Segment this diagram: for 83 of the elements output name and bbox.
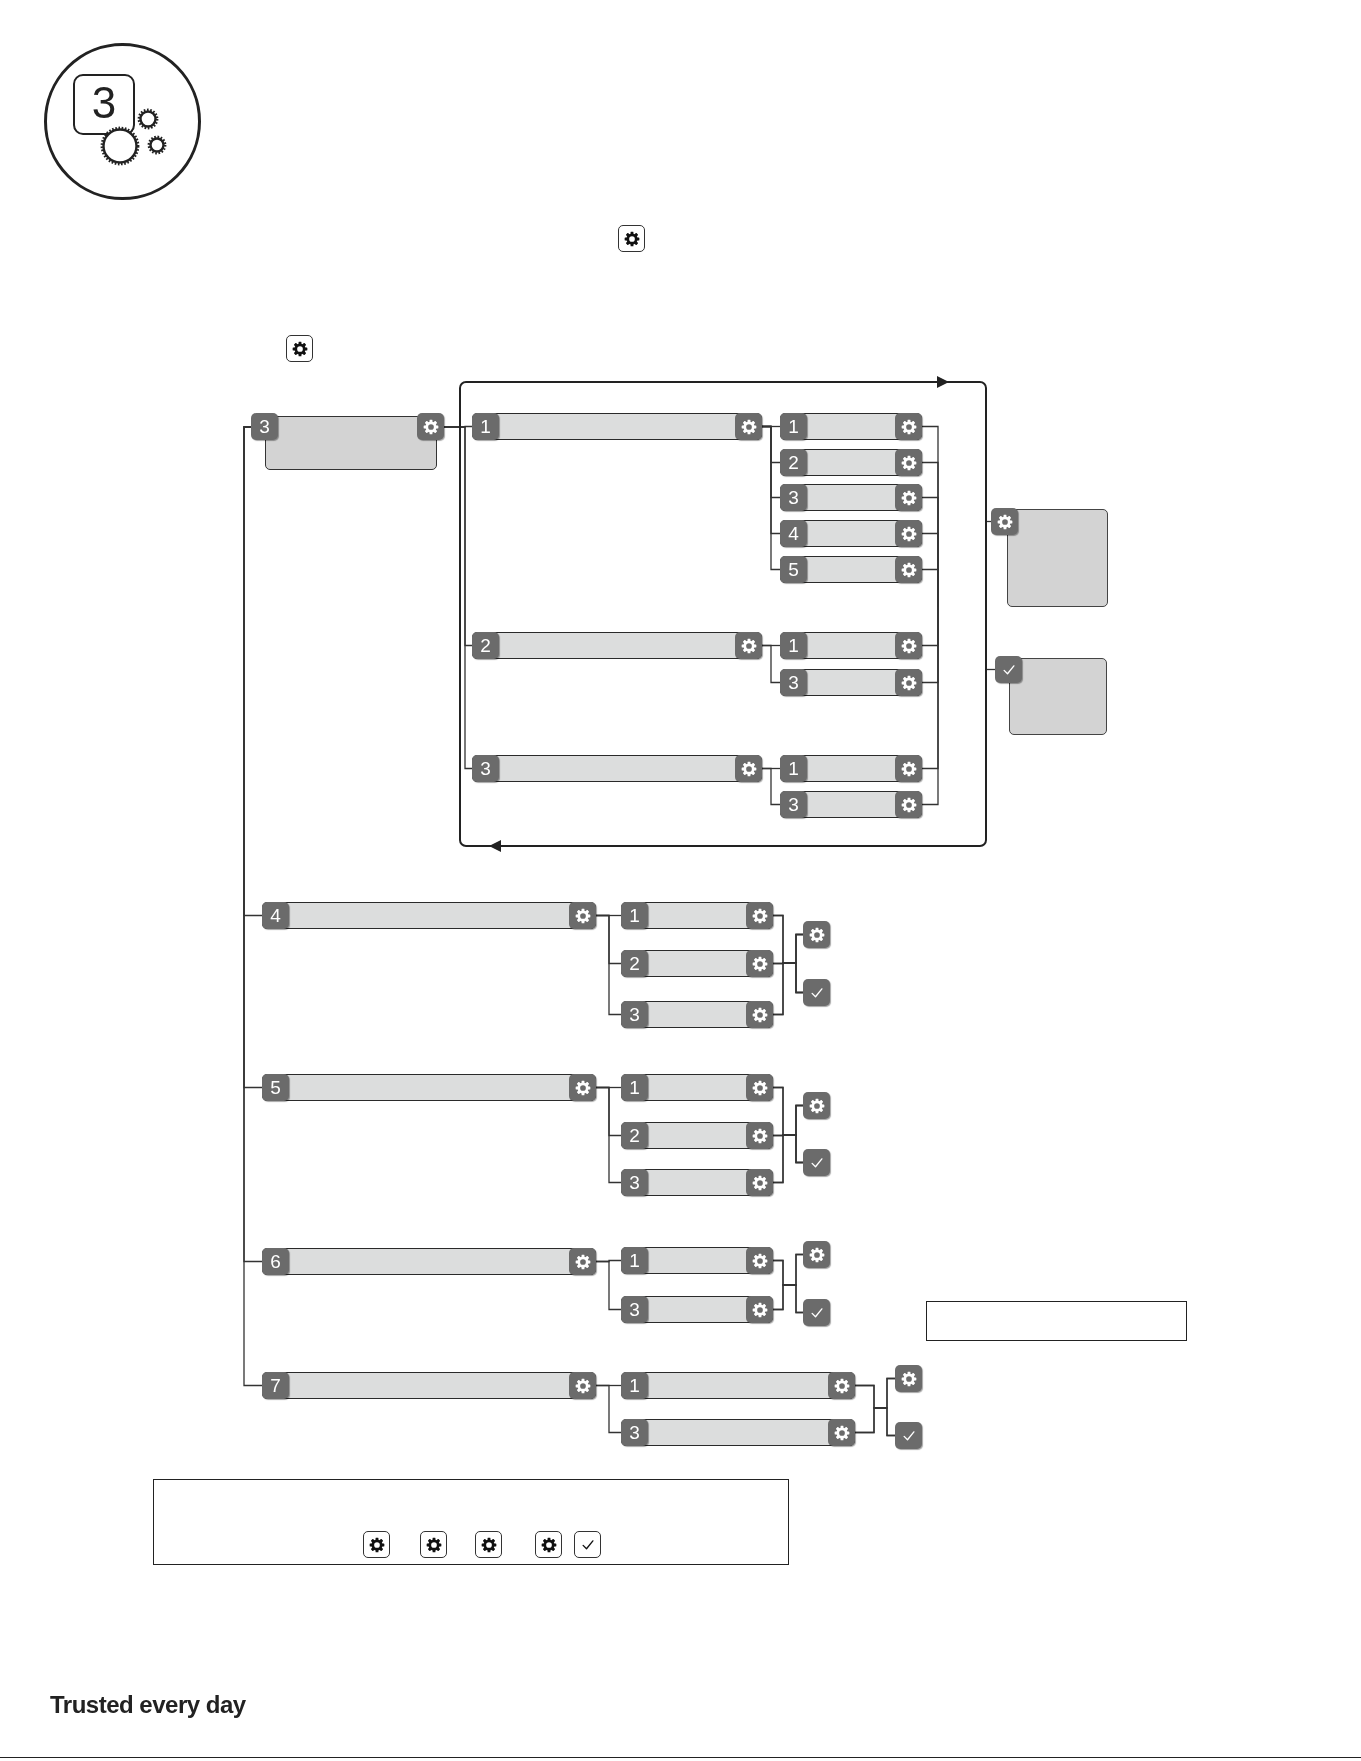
check-icon	[803, 1149, 830, 1176]
connector-line	[772, 1284, 804, 1314]
connector-line	[921, 606, 939, 806]
connector-line	[595, 1260, 622, 1311]
menu-bar	[780, 632, 922, 659]
connector-line	[595, 1086, 622, 1184]
item-number: 3	[780, 791, 807, 818]
menu-bar	[780, 791, 922, 818]
item-number: 1	[621, 902, 648, 929]
note-frame	[926, 1301, 1187, 1341]
menu-bar	[780, 413, 922, 440]
item-number: 2	[780, 449, 807, 476]
item-number: 1	[621, 1372, 648, 1399]
connector-line	[921, 568, 939, 608]
connector-line	[595, 914, 622, 1016]
item-number: 5	[780, 556, 807, 583]
item-number: 5	[262, 1074, 289, 1101]
item-number: 7	[262, 1372, 289, 1399]
item-number: 2	[472, 632, 499, 659]
item-number: 3	[621, 1001, 648, 1028]
gear-icon	[895, 1365, 922, 1392]
menu-bar	[621, 1419, 855, 1446]
item-number: 4	[262, 902, 289, 929]
item-number: 3	[780, 669, 807, 696]
connector-line	[772, 1134, 804, 1184]
item-number: 1	[621, 1074, 648, 1101]
item-number: 1	[472, 413, 499, 440]
item-number: 1	[780, 632, 807, 659]
connector-line	[761, 644, 781, 684]
connector-line	[761, 425, 781, 571]
menu-bar	[621, 1169, 773, 1196]
item-number: 6	[262, 1248, 289, 1275]
connector-line	[761, 767, 781, 806]
connector-line	[986, 520, 992, 523]
menu-bar	[780, 556, 922, 583]
menu-bar	[262, 1248, 596, 1275]
menu-bar	[621, 950, 773, 977]
menu-bar	[780, 520, 922, 547]
menu-bar	[780, 755, 922, 782]
item-number: 1	[621, 1247, 648, 1274]
connector-line	[595, 1384, 622, 1434]
connector-line	[772, 962, 804, 1016]
menu-bar	[621, 1074, 773, 1101]
instruction-frame	[153, 1479, 789, 1565]
check-icon	[803, 979, 830, 1006]
gear-icon	[803, 921, 830, 948]
item-number: 1	[780, 755, 807, 782]
menu-bar	[262, 902, 596, 929]
menu-bar	[780, 449, 922, 476]
info-panel	[1009, 658, 1107, 735]
menu-bar	[780, 669, 922, 696]
connector-line	[443, 426, 473, 770]
item-number: 3	[621, 1296, 648, 1323]
item-number: 3	[251, 413, 278, 440]
menu-bar	[621, 1122, 773, 1149]
menu-bar	[472, 632, 762, 659]
menu-bar	[262, 1074, 596, 1101]
gear-icon	[803, 1241, 830, 1268]
item-number: 1	[780, 413, 807, 440]
connector-line	[854, 1407, 896, 1437]
menu-bar	[621, 1247, 773, 1274]
check-icon	[895, 1422, 922, 1449]
gear-icon	[803, 1092, 830, 1119]
menu-bar	[621, 1372, 855, 1399]
check-icon	[995, 656, 1022, 683]
item-number: 2	[621, 1122, 648, 1149]
menu-bar	[472, 413, 762, 440]
item-number: 3	[621, 1419, 648, 1446]
item-number: 3	[621, 1169, 648, 1196]
menu-bar	[472, 755, 762, 782]
item-number: 3	[780, 484, 807, 511]
menu-bar	[780, 484, 922, 511]
item-number: 4	[780, 520, 807, 547]
menu-bar	[262, 1372, 596, 1399]
menu-bar	[621, 1001, 773, 1028]
gear-icon	[991, 508, 1018, 535]
menu-bar	[621, 902, 773, 929]
info-panel	[1007, 509, 1108, 607]
footer-tagline: Trusted every day	[50, 1693, 246, 1717]
check-icon	[803, 1299, 830, 1326]
item-number: 2	[621, 950, 648, 977]
item-number: 3	[472, 755, 499, 782]
menu-bar	[621, 1296, 773, 1323]
